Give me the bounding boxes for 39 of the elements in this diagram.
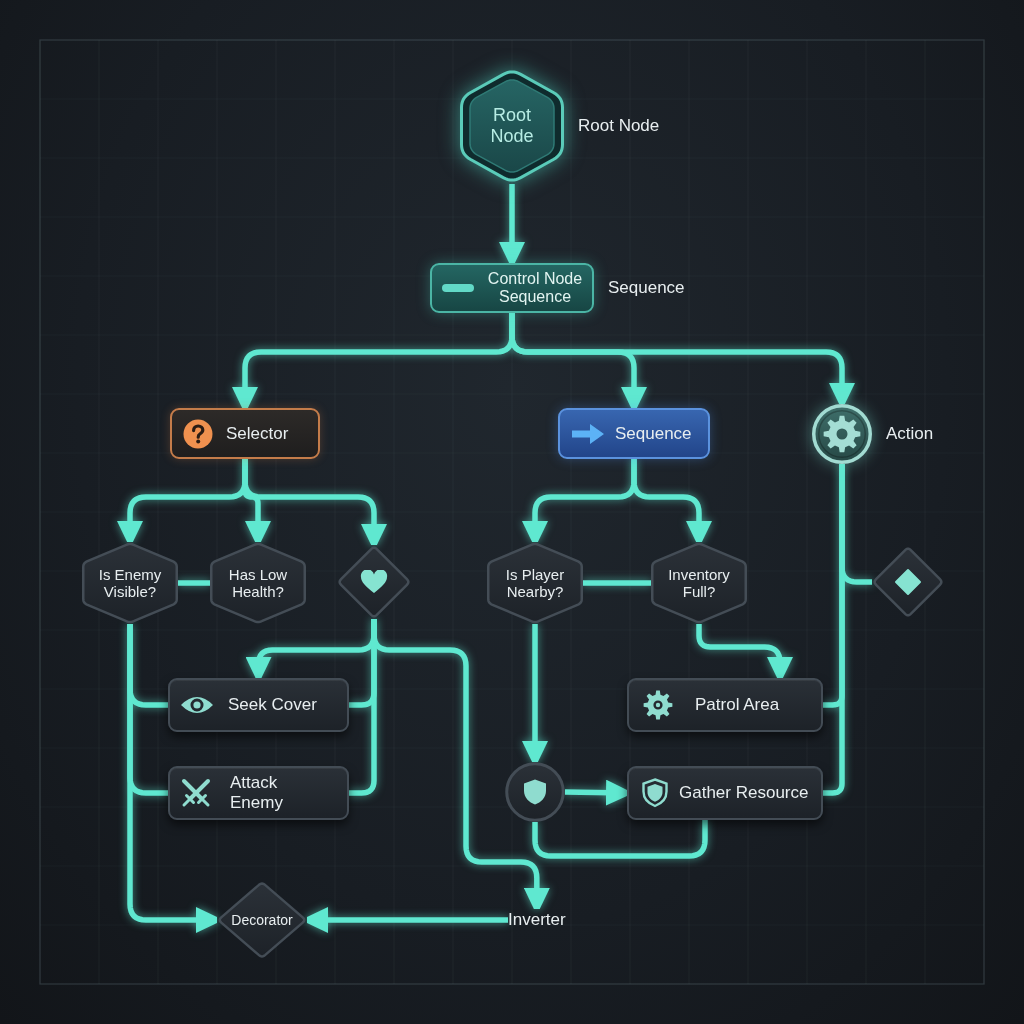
- sequence-box: [558, 408, 710, 459]
- node-label: Inverter: [508, 909, 566, 931]
- action-circle: [812, 404, 872, 464]
- condition-hexagon: [82, 542, 178, 624]
- node-label: Seek Cover: [228, 695, 317, 715]
- circle-node: [505, 762, 565, 822]
- node-label: Patrol Area: [695, 695, 780, 715]
- connector-line: [583, 580, 651, 586]
- decision-diamond: [217, 881, 307, 959]
- node-label: Is Enemy Visible?: [97, 565, 163, 601]
- condition-hexagon: [210, 542, 306, 624]
- diamond-node: [872, 546, 944, 618]
- root-hexagon: [460, 68, 564, 184]
- connector-line: [127, 624, 168, 796]
- node-label: Selector: [226, 423, 289, 444]
- node-label: Inventory Full?: [667, 565, 731, 601]
- node-label: Decorator: [231, 911, 293, 929]
- node-label: Attack Enemy: [230, 773, 284, 813]
- connector-line: [823, 464, 845, 796]
- action-box: [627, 678, 823, 732]
- node-label: Is Player Nearby?: [504, 565, 566, 601]
- condition-hexagon: [651, 542, 747, 624]
- node-label: Root Node: [489, 105, 535, 147]
- node-label: Control Node Sequence: [486, 269, 584, 307]
- node-caption: Action: [886, 423, 934, 445]
- control-node-box: [430, 263, 594, 313]
- node-label: Sequence: [615, 423, 692, 444]
- connector-line: [178, 580, 210, 586]
- node-label: Gather Resource: [679, 783, 809, 803]
- node-caption: Sequence: [608, 277, 685, 299]
- action-box: [168, 766, 349, 820]
- action-box: [627, 766, 823, 820]
- node-caption: Root Node: [578, 115, 660, 137]
- selector-box: [170, 408, 320, 459]
- node-label: Has Low Health?: [227, 565, 289, 601]
- action-box: [168, 678, 349, 732]
- diamond-node: [337, 545, 411, 619]
- condition-hexagon: [487, 542, 583, 624]
- connector-line: [532, 820, 708, 859]
